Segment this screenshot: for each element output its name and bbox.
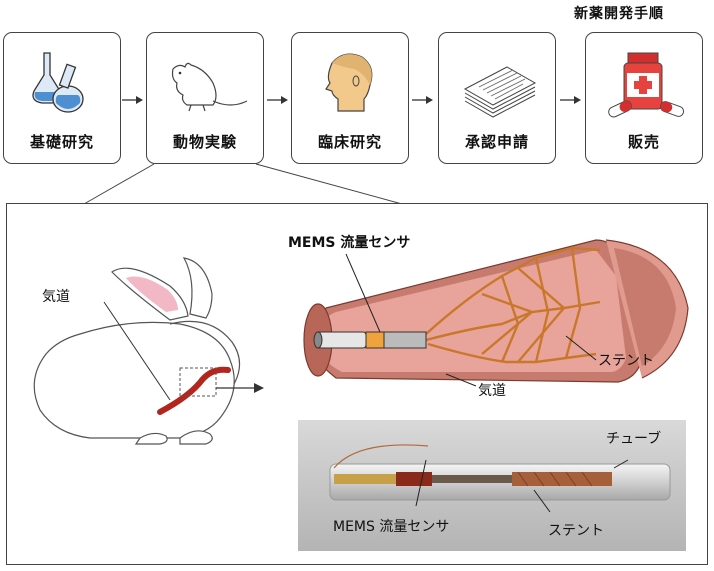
arrow-right-icon [267,96,288,104]
mems-sensor [313,331,427,349]
photo-mems-sensor-label: MEMS 流量センサ [333,519,450,535]
photo-stent-label: ステント [548,523,604,539]
tube-label: チューブ [606,431,662,447]
rabbit-illustration [33,257,264,445]
trachea-label: 気道 [42,289,70,305]
step-label: 販売 [627,133,660,151]
mems-sensor-label: MEMS 流量センサ [288,235,411,251]
step-label: 承認申請 [464,133,529,151]
step-sales: 販売 [585,32,703,164]
documents-icon [439,39,555,129]
flask-icon [4,39,120,129]
step-label: 臨床研究 [317,133,382,151]
step-clinical-research: 臨床研究 [291,32,409,164]
step-animal-experiment: 動物実験 [146,32,264,164]
stent-label: ステント [598,353,654,369]
arrow-right-icon [122,96,143,104]
arrow-right-icon [412,96,433,104]
medicine-icon [586,39,702,129]
device-photo [298,420,686,551]
rat-icon [147,39,263,129]
airway-label: 気道 [478,383,506,399]
human-head-icon [292,39,408,129]
process-title: 新薬開発手順 [574,6,664,22]
airway-stent-illustration [303,239,689,387]
step-label: 基礎研究 [29,133,94,151]
step-label: 動物実験 [172,133,237,151]
step-approval-application: 承認申請 [438,32,556,164]
arrow-right-icon [560,96,581,104]
stent-mesh [425,246,601,364]
step-basic-research: 基礎研究 [3,32,121,164]
